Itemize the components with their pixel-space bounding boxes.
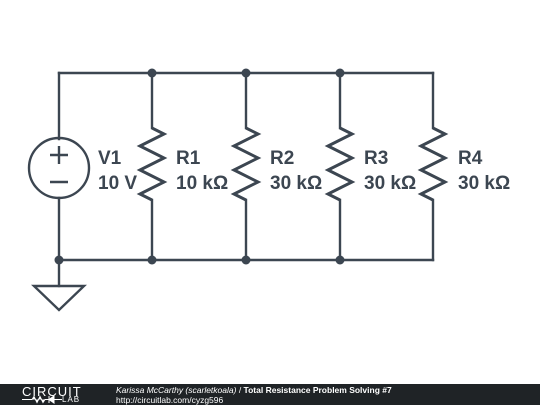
footer-bar: CIRCUIT LAB Karissa McCarthy (scarletkoa… <box>0 384 540 405</box>
author-name[interactable]: Karissa McCarthy (scarletkoala) <box>116 385 237 395</box>
credit-line: Karissa McCarthy (scarletkoala) / Total … <box>116 385 392 395</box>
circuit-schematic: V1 10 V R1 10 kΩ R2 30 kΩ R3 30 kΩ R4 30… <box>27 68 510 312</box>
r1-value-label: 10 kΩ <box>176 173 228 194</box>
r2-name-label: R2 <box>270 148 294 169</box>
v1-value-label: 10 V <box>98 173 137 194</box>
r1-name-label: R1 <box>176 148 201 169</box>
junction-node <box>147 255 157 265</box>
credit-separator: / <box>236 385 244 395</box>
circuitlab-logo[interactable]: CIRCUIT LAB <box>22 384 102 405</box>
logo-resistor-icon <box>22 395 62 404</box>
junction-node <box>147 68 157 78</box>
junction-node <box>335 255 345 265</box>
junction-node <box>241 255 251 265</box>
v1-name-label: V1 <box>98 148 122 169</box>
junction-node <box>335 68 345 78</box>
junction-node <box>241 68 251 78</box>
r2-value-label: 30 kΩ <box>270 173 322 194</box>
r4-value-label: 30 kΩ <box>458 173 510 194</box>
circuit-url[interactable]: http://circuitlab.com/cyzg596 <box>116 395 224 405</box>
logo-top-text: CIRCUIT <box>22 384 82 399</box>
r3-value-label: 30 kΩ <box>364 173 416 194</box>
resistor-r3 <box>324 71 356 262</box>
resistor-r1 <box>136 71 168 262</box>
r4-name-label: R4 <box>458 148 483 169</box>
resistor-r4 <box>417 71 449 262</box>
voltage-source-v1 <box>27 71 91 262</box>
logo-bottom-text: LAB <box>62 395 81 404</box>
circuit-title[interactable]: Total Resistance Problem Solving #7 <box>243 385 392 395</box>
resistor-r2 <box>230 71 262 262</box>
junction-node <box>54 255 64 265</box>
r3-name-label: R3 <box>364 148 388 169</box>
ground-symbol <box>31 258 87 312</box>
